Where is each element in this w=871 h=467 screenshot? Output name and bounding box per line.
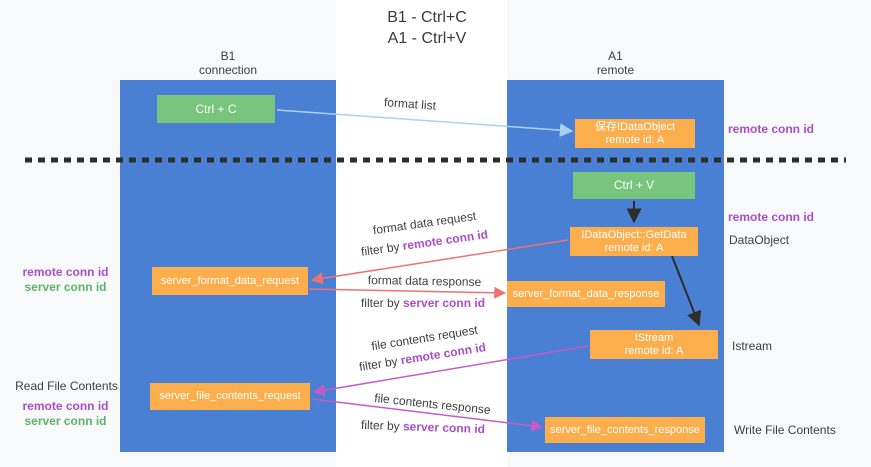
- file-request-label: server_file_contents_request: [159, 390, 301, 402]
- lane-header-a1: A1 remote: [507, 49, 724, 77]
- side-label-remote-conn-id-left2: remote conn id: [22, 399, 109, 413]
- diagram-title: B1 - Ctrl+C A1 - Ctrl+V: [327, 7, 527, 49]
- edge-label-format-data-response: format data response: [367, 273, 482, 289]
- save-dataobject-line1: 保存IDataObject: [594, 120, 676, 133]
- format-request-label: server_format_data_request: [160, 274, 300, 287]
- side-label-remote-conn-id-left1: remote conn id: [22, 265, 109, 279]
- side-label-server-conn-id-left1: server conn id: [24, 280, 107, 294]
- arrow-format-data-response: [308, 286, 507, 299]
- side-label-remote-conn-id-mid: remote conn id: [728, 210, 815, 224]
- ctrl-v-label: Ctrl + V: [613, 178, 655, 192]
- ctrl-c-label: Ctrl + C: [195, 101, 237, 116]
- title-line-1: B1 - Ctrl+C: [387, 9, 467, 26]
- node-server-format-data-request: server_format_data_request: [152, 267, 308, 295]
- lane-header-b1: B1 connection: [120, 49, 336, 77]
- lane-a1-subtitle: remote: [596, 63, 635, 77]
- server-conn-id-text: server conn id: [403, 296, 486, 310]
- istream-line2: remote id: A: [624, 344, 684, 357]
- side-label-write-file-contents: Write File Contents: [734, 423, 836, 437]
- side-label-istream: Istream: [732, 339, 773, 353]
- arrow-file-contents-request: [312, 345, 589, 397]
- title-line-2: A1 - Ctrl+V: [387, 30, 467, 47]
- lane-b1-subtitle: connection: [198, 63, 258, 77]
- lane-b1-title: B1: [220, 49, 236, 63]
- arrow-file-contents-response: [311, 398, 544, 432]
- arrow-getdata-to-istream: [671, 255, 702, 327]
- node-getdata: IDataObject::GetData remote id: A: [570, 227, 698, 256]
- file-response-label: server_file_contents_response: [550, 423, 700, 436]
- getdata-line2: remote id: A: [604, 241, 664, 254]
- node-ctrl-c: Ctrl + C: [157, 95, 275, 123]
- node-ctrl-v: Ctrl + V: [573, 172, 695, 199]
- node-save-dataobject: 保存IDataObject remote id: A: [575, 119, 695, 148]
- arrow-format-data-request: [310, 239, 569, 285]
- istream-line1: IStream: [634, 331, 674, 344]
- node-istream: IStream remote id: A: [590, 330, 718, 359]
- edge-label-filter-server-1: filter by server conn id: [348, 296, 498, 310]
- getdata-line1: IDataObject::GetData: [581, 228, 687, 241]
- save-dataobject-line2: remote id: A: [605, 133, 665, 146]
- server-conn-id-text: server conn id: [402, 419, 486, 437]
- lane-a1-title: A1: [608, 49, 623, 63]
- middle-gap-strip: [336, 0, 507, 467]
- node-server-format-data-response: server_format_data_response: [507, 281, 665, 307]
- side-label-dataobject: DataObject: [729, 233, 790, 247]
- side-label-read-file-contents: Read File Contents: [15, 379, 118, 393]
- filter-by-text: filter by: [360, 296, 400, 310]
- side-label-server-conn-id-left2: server conn id: [24, 414, 107, 428]
- node-server-file-contents-request: server_file_contents_request: [150, 383, 310, 410]
- side-label-remote-conn-id-top: remote conn id: [728, 122, 815, 136]
- arrow-format-list: [276, 109, 574, 137]
- node-server-file-contents-response: server_file_contents_response: [545, 417, 705, 443]
- filter-by-text: filter by: [360, 417, 400, 434]
- format-response-label: server_format_data_response: [512, 287, 660, 300]
